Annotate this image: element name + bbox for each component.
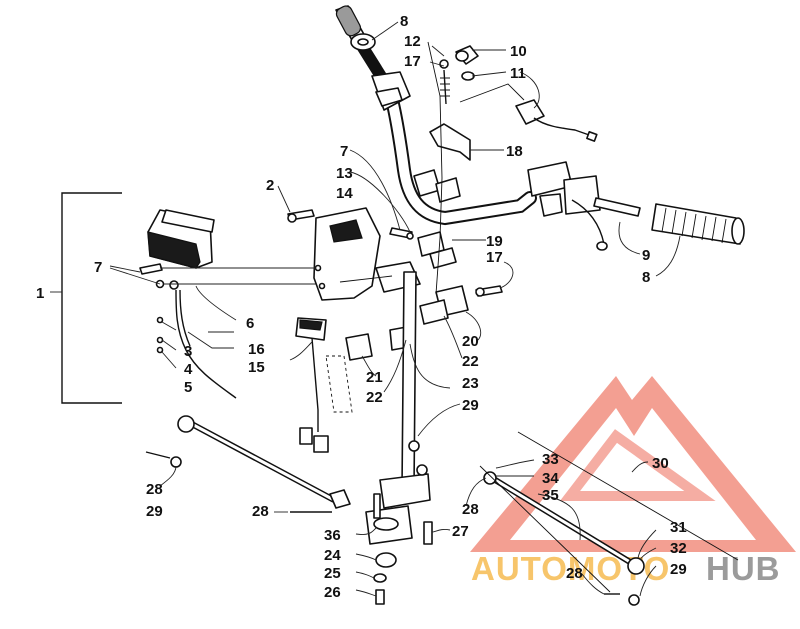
callout-28-left: 28 <box>146 481 163 498</box>
screw-2 <box>287 209 315 223</box>
callout-35: 35 <box>542 487 559 504</box>
watermark-triangle <box>470 376 796 552</box>
callout-11: 11 <box>510 65 526 82</box>
left-grip <box>335 5 376 51</box>
screws-7 <box>139 263 316 289</box>
group-bracket <box>61 192 122 404</box>
gauge-housing <box>147 209 215 269</box>
callout-30: 30 <box>652 455 669 472</box>
throttle-switch <box>515 99 598 142</box>
gauge-cable <box>156 280 237 399</box>
callout-13: 13 <box>336 165 353 182</box>
callout-25: 25 <box>324 565 341 582</box>
callout-10: 10 <box>510 43 527 60</box>
callout-labels: 1 2 3 4 5 6 7 7 8 8 9 10 11 12 13 14 15 … <box>36 13 687 601</box>
callout-6: 6 <box>246 315 254 332</box>
callout-36: 36 <box>324 527 341 544</box>
callout-2: 2 <box>266 177 274 194</box>
callout-1: 1 <box>36 285 44 302</box>
handlebar-bracket <box>429 123 471 161</box>
callout-12: 12 <box>404 33 421 50</box>
right-grip <box>651 203 745 245</box>
callout-20: 20 <box>462 333 479 350</box>
instrument-pod <box>313 207 381 301</box>
upper-clamps <box>413 169 461 269</box>
callout-18: 18 <box>506 143 523 160</box>
callout-23: 23 <box>462 375 479 392</box>
assembly-lines <box>339 41 739 593</box>
callout-28-right: 28 <box>462 501 479 518</box>
throttle-cap-parts <box>439 45 479 105</box>
callout-17-right: 17 <box>486 249 503 266</box>
callout-16: 16 <box>248 341 265 358</box>
callout-7-left: 7 <box>94 259 102 276</box>
callout-14: 14 <box>336 185 353 202</box>
callout-5: 5 <box>184 379 192 396</box>
fasteners <box>145 440 433 545</box>
callout-33: 33 <box>542 451 559 468</box>
callout-29-right: 29 <box>670 561 687 578</box>
callout-4: 4 <box>184 361 193 378</box>
steering-post <box>365 271 431 605</box>
watermark-logo: AUTOMOTO HUB <box>470 376 796 587</box>
callout-19: 19 <box>486 233 503 250</box>
callout-31: 31 <box>670 519 687 536</box>
tie-rod-right <box>483 471 645 606</box>
callout-28-center: 28 <box>252 503 269 520</box>
callout-22-left: 22 <box>366 389 383 406</box>
callout-17-top: 17 <box>404 53 421 70</box>
callout-28-bottom: 28 <box>566 565 583 582</box>
callout-3: 3 <box>184 343 192 360</box>
switch-harness <box>295 317 353 453</box>
callout-27: 27 <box>452 523 469 540</box>
callout-34: 34 <box>542 470 559 487</box>
callout-8-top: 8 <box>400 13 408 30</box>
callout-15: 15 <box>248 359 265 376</box>
callout-21: 21 <box>366 369 383 386</box>
callout-24: 24 <box>324 547 341 564</box>
callout-29-left: 29 <box>146 503 163 520</box>
callout-7-pod: 7 <box>340 143 348 160</box>
callout-9: 9 <box>642 247 650 264</box>
leader-lines <box>109 21 681 597</box>
callout-8-right: 8 <box>642 269 650 286</box>
callout-32: 32 <box>670 540 687 557</box>
callout-22-right: 22 <box>462 353 479 370</box>
brake-master-cylinder <box>527 161 641 251</box>
callout-29-post: 29 <box>462 397 479 414</box>
watermark-text-hub: HUB <box>706 550 781 587</box>
tie-rod-left <box>170 415 351 513</box>
callout-26: 26 <box>324 584 341 601</box>
